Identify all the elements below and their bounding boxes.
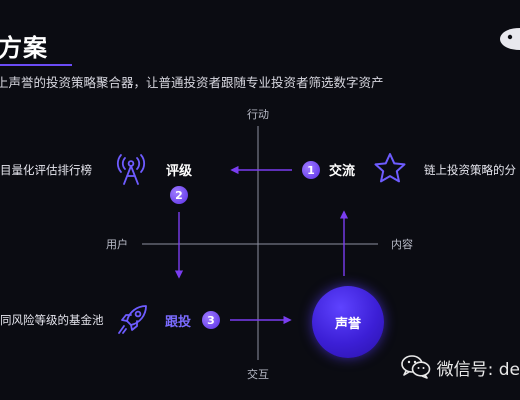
follow-number-badge: 3 — [202, 311, 220, 329]
reputation-circle: 声誉 — [312, 286, 384, 358]
rating-description: 目量化评估排行榜 — [0, 163, 92, 177]
follow-label: 跟投 — [165, 315, 192, 330]
rating-label: 评级 — [166, 164, 193, 179]
page-title: 方案 — [0, 34, 48, 62]
exchange-description: 链上投资策略的分 — [424, 163, 516, 177]
wechat-watermark: 微信号: de — [400, 352, 520, 382]
rating-number-badge: 2 — [170, 186, 188, 204]
axis-label-top: 行动 — [247, 108, 269, 121]
reputation-label: 声誉 — [334, 316, 361, 332]
wechat-icon — [400, 355, 430, 379]
exchange-number-badge: 1 — [302, 161, 320, 179]
axis-label-left: 用户 — [106, 238, 128, 251]
follow-description: 同风险等级的基金池 — [0, 313, 104, 327]
star-icon — [374, 153, 406, 183]
rocket-icon — [118, 305, 147, 334]
watermark-text: 微信号: de — [436, 359, 520, 380]
corner-logo-icon — [500, 28, 520, 50]
exchange-label: 交流 — [329, 164, 356, 179]
axis-label-bottom: 交互 — [247, 368, 269, 381]
page-subtitle: 上声誉的投资策略聚合器，让普通投资者跟随专业投资者筛选数字资产 — [0, 75, 384, 90]
axis-label-right: 内容 — [391, 238, 413, 251]
antenna-icon — [117, 154, 145, 185]
title-underline — [0, 64, 72, 66]
